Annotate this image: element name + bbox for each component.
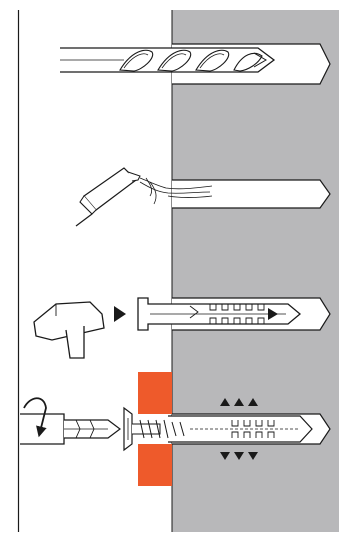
expansion-arrows-down-icon — [220, 452, 258, 460]
wall-plug — [137, 297, 302, 331]
wall — [172, 10, 339, 532]
step-insert-plug — [33, 297, 331, 359]
expansion-arrows-up-icon — [220, 398, 258, 406]
step-drill-hole — [60, 43, 331, 85]
fixture-top — [138, 372, 172, 414]
screwdriver-icon — [20, 413, 121, 445]
arrow-right-icon — [114, 306, 126, 322]
fixture-bottom — [138, 444, 172, 486]
screw — [123, 406, 185, 452]
blower-icon — [75, 167, 213, 227]
drill-bit-icon — [60, 47, 276, 73]
hole-cavity — [172, 179, 331, 209]
step-clean-hole — [75, 167, 331, 227]
clockwise-arrow-icon — [23, 397, 47, 438]
step-drive-screw — [20, 372, 331, 486]
expanded-plug — [168, 415, 313, 443]
hammer-icon — [33, 301, 105, 359]
